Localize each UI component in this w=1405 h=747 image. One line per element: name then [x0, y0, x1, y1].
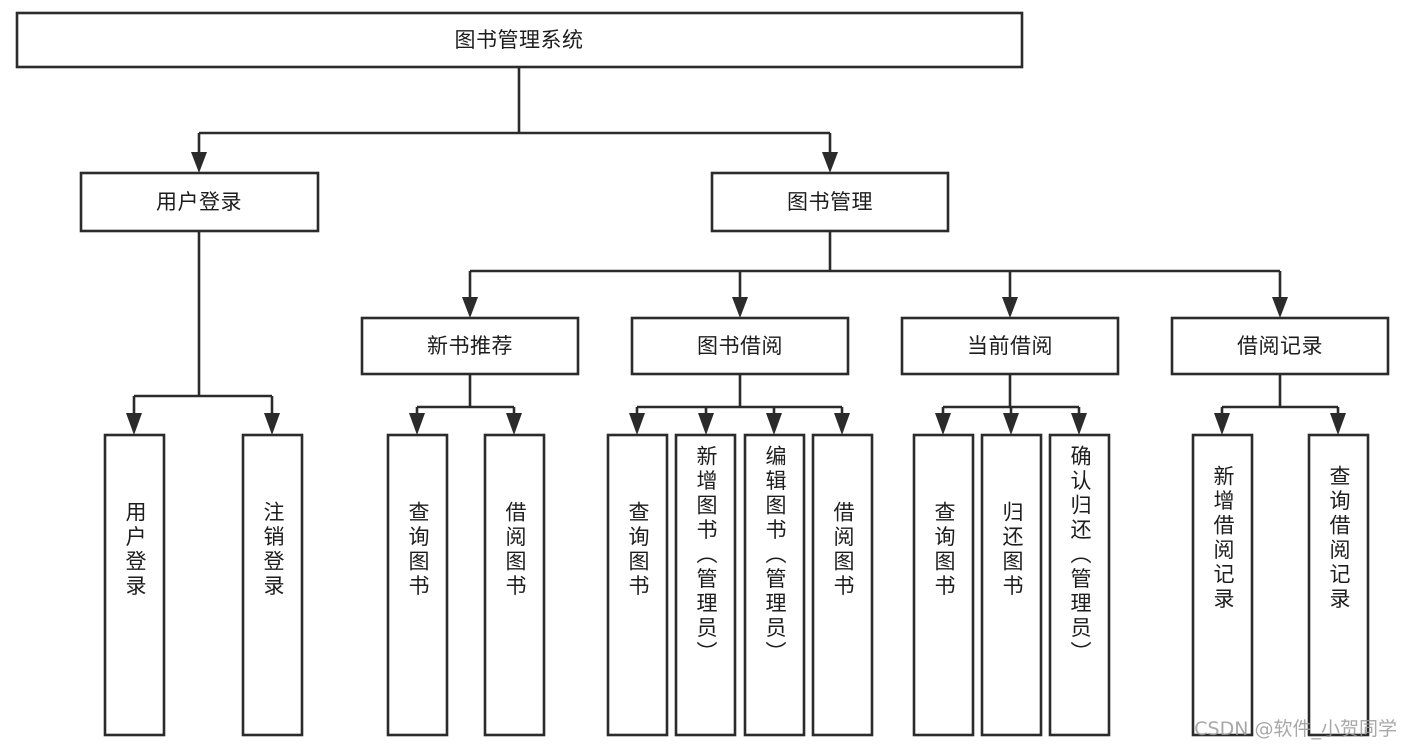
leaf-current-borrow-2-box[interactable]	[980, 433, 1043, 737]
node-current-borrow-label: 当前借阅	[967, 334, 1053, 358]
leaf-new-book-2-box[interactable]	[483, 433, 546, 737]
arrowhead-leaf-book-borrow-4	[834, 413, 850, 435]
leaf-book-borrow-1-box[interactable]	[606, 433, 669, 737]
arrowhead-borrow-record	[1272, 297, 1288, 318]
node-root-box[interactable]	[15, 11, 1024, 69]
arrowhead-leaf-user-login-1	[126, 413, 142, 435]
arrowhead-leaf-new-book-1	[409, 413, 425, 435]
arrowhead-book-borrow	[732, 297, 748, 318]
node-borrow-record-label: 借阅记录	[1237, 334, 1323, 358]
leaf-borrow-record-1-box[interactable]	[1191, 433, 1254, 737]
csdn-watermark: CSDN @软件_小贺同学	[1194, 718, 1397, 740]
arrowhead-leaf-current-borrow-1	[935, 413, 951, 435]
arrowhead-leaf-current-borrow-3	[1071, 413, 1087, 435]
node-book-mgmt-label: 图书管理	[787, 190, 873, 214]
arrowhead-leaf-book-borrow-2	[698, 413, 714, 435]
leaf-current-borrow-1-box[interactable]	[912, 433, 975, 737]
node-borrow-record-box[interactable]	[1170, 316, 1390, 376]
leaf-new-book-1-box[interactable]	[386, 433, 449, 737]
arrowhead-leaf-new-book-2	[506, 413, 522, 435]
node-new-book-recommend-box[interactable]	[360, 316, 580, 376]
arrowhead-book-mgmt	[822, 152, 838, 173]
arrowhead-new-book-recommend	[462, 297, 478, 318]
leaf-borrow-record-2-box[interactable]	[1307, 433, 1370, 737]
leaf-user-login-1-box[interactable]	[103, 433, 166, 737]
node-book-borrow-box[interactable]	[630, 316, 850, 376]
arrowhead-leaf-user-login-2	[264, 413, 280, 435]
arrowhead-user-login	[191, 152, 207, 173]
node-book-borrow-label: 图书借阅	[697, 334, 783, 358]
leaf-book-borrow-2-box[interactable]	[674, 433, 737, 737]
arrowhead-leaf-book-borrow-1	[629, 413, 645, 435]
leaf-user-login-2-box[interactable]	[241, 433, 304, 737]
leaf-book-borrow-4-box[interactable]	[811, 433, 874, 737]
arrowhead-leaf-current-borrow-2	[1003, 413, 1019, 435]
node-book-mgmt-box[interactable]	[710, 171, 950, 233]
arrowhead-current-borrow	[1002, 297, 1018, 318]
node-user-login-label: 用户登录	[156, 190, 242, 214]
node-root-label: 图书管理系统	[455, 28, 584, 52]
leaf-current-borrow-3-box[interactable]	[1048, 433, 1111, 737]
node-new-book-recommend-label: 新书推荐	[427, 334, 513, 358]
node-current-borrow-box[interactable]	[900, 316, 1120, 376]
arrowhead-leaf-borrow-record-2	[1330, 413, 1346, 435]
arrowhead-leaf-book-borrow-3	[766, 413, 782, 435]
leaf-book-borrow-3-box[interactable]	[743, 433, 806, 737]
arrowhead-leaf-borrow-record-1	[1214, 413, 1230, 435]
